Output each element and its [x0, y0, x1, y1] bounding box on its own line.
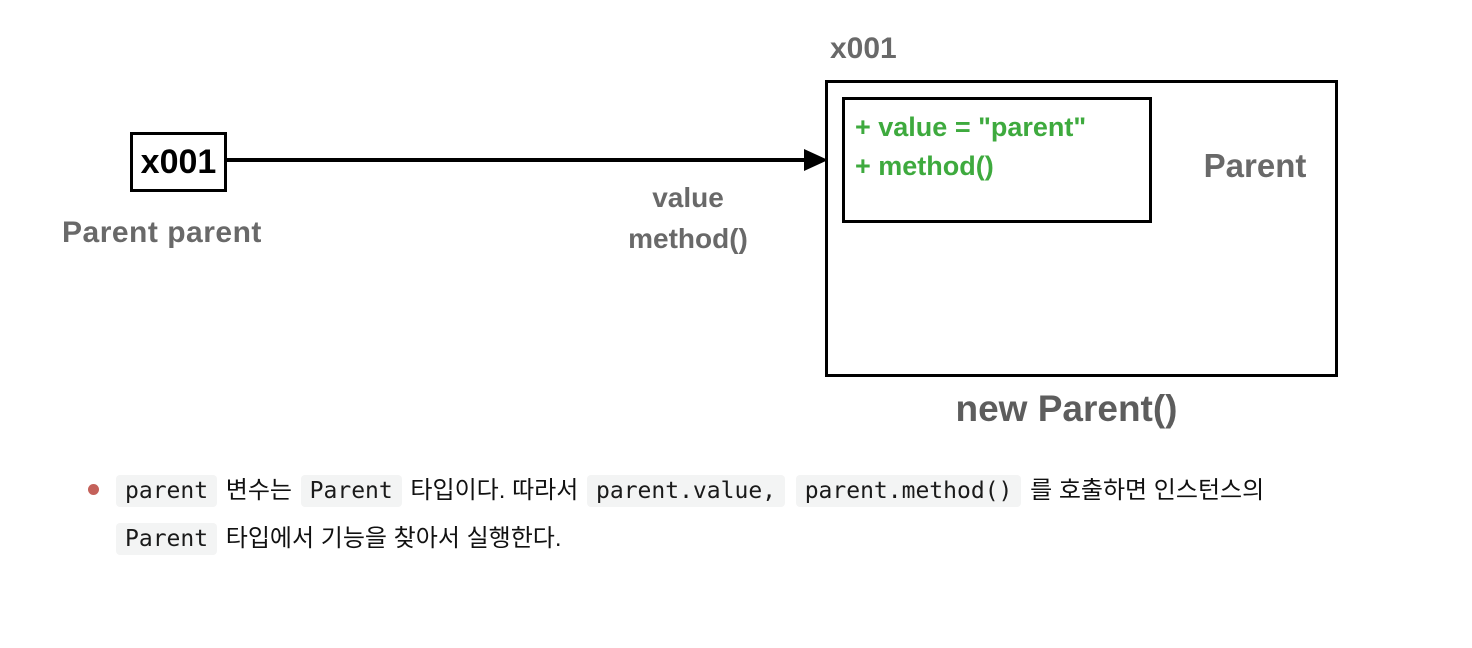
note-text-segment: 를 호출하면 인스턴스의: [1023, 477, 1265, 504]
variable-label: Parent parent: [62, 216, 262, 249]
arrow-head-icon: [804, 149, 828, 171]
member-method: + method(): [855, 151, 994, 181]
note-text-segment: 타입에서 기능을 찾아서 실행한다.: [219, 525, 562, 552]
arrow-caption-value: value: [652, 182, 724, 213]
members-box: + value = "parent" + method(): [842, 97, 1152, 223]
class-name-label: Parent: [1203, 147, 1307, 184]
note-text-segment: 변수는: [219, 477, 299, 504]
variable-ref-box: x001: [130, 132, 227, 192]
note-line-1: parent 변수는 Parent 타입이다. 따라서 parent.value…: [114, 467, 1404, 515]
arrow-caption-method: method(): [628, 223, 748, 254]
instance-address-label: x001: [830, 32, 897, 65]
code-parent-value: parent.value,: [587, 475, 786, 507]
constructor-label: new Parent(): [955, 388, 1178, 429]
note-text-segment: 타입이다. 따라서: [403, 477, 585, 504]
note-text: parent 변수는 Parent 타입이다. 따라서 parent.value…: [114, 467, 1404, 563]
reference-arrow-line: [227, 158, 810, 162]
bullet-icon: [88, 484, 99, 495]
note-line-2: Parent 타입에서 기능을 찾아서 실행한다.: [114, 515, 1404, 563]
ref-box-label: x001: [140, 142, 217, 181]
arrow-caption: value method(): [563, 177, 813, 259]
parent-instance-box: + value = "parent" + method() Parent: [825, 80, 1338, 377]
note-text-segment: [787, 477, 794, 504]
code-parent-var: parent: [116, 475, 218, 507]
code-parent-type2: Parent: [116, 523, 218, 555]
code-parent-type: Parent: [300, 475, 402, 507]
member-value: + value = "parent": [855, 112, 1087, 142]
code-parent-method: parent.method(): [795, 475, 1022, 507]
